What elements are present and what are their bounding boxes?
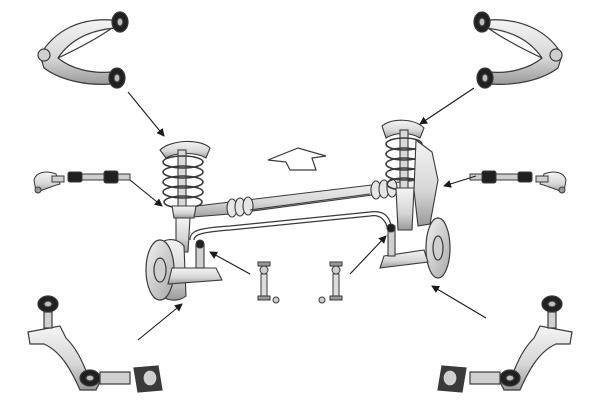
pointer-arrow-upper-left bbox=[127, 91, 165, 137]
pointer-arrow-upper-right bbox=[419, 87, 475, 125]
direction-arrow-icon bbox=[267, 147, 327, 171]
pointer-arrow-link-left bbox=[209, 251, 251, 275]
tie-rod-end-left-icon bbox=[33, 170, 131, 194]
brake-disc-left-icon bbox=[145, 239, 175, 301]
lower-control-arm-left-icon bbox=[27, 295, 163, 393]
lower-control-arm-right-icon bbox=[437, 295, 573, 393]
stabilizer-bar-icon bbox=[189, 211, 393, 241]
lower-arm-mounted-left-icon bbox=[167, 239, 223, 285]
stabilizer-link-left-icon bbox=[257, 261, 280, 304]
pointer-arrow-tie-rod-left bbox=[129, 179, 163, 207]
pointer-arrow-tie-rod-right bbox=[443, 175, 477, 188]
pointer-arrows bbox=[127, 87, 487, 341]
upper-control-arm-left-icon bbox=[37, 11, 129, 89]
upper-control-arm-right-icon bbox=[473, 11, 563, 89]
coil-spring-strut-right-icon bbox=[381, 119, 439, 231]
pointer-arrow-link-right bbox=[349, 235, 387, 275]
steering-rack-icon bbox=[179, 178, 421, 219]
pointer-arrow-lower-left bbox=[137, 303, 183, 341]
stabilizer-link-right-icon bbox=[318, 261, 343, 304]
tie-rod-end-right-icon bbox=[469, 170, 567, 194]
lower-arm-mounted-right-icon bbox=[379, 223, 429, 269]
brake-disc-right-icon bbox=[425, 217, 451, 279]
pointer-arrow-lower-right bbox=[431, 285, 487, 319]
